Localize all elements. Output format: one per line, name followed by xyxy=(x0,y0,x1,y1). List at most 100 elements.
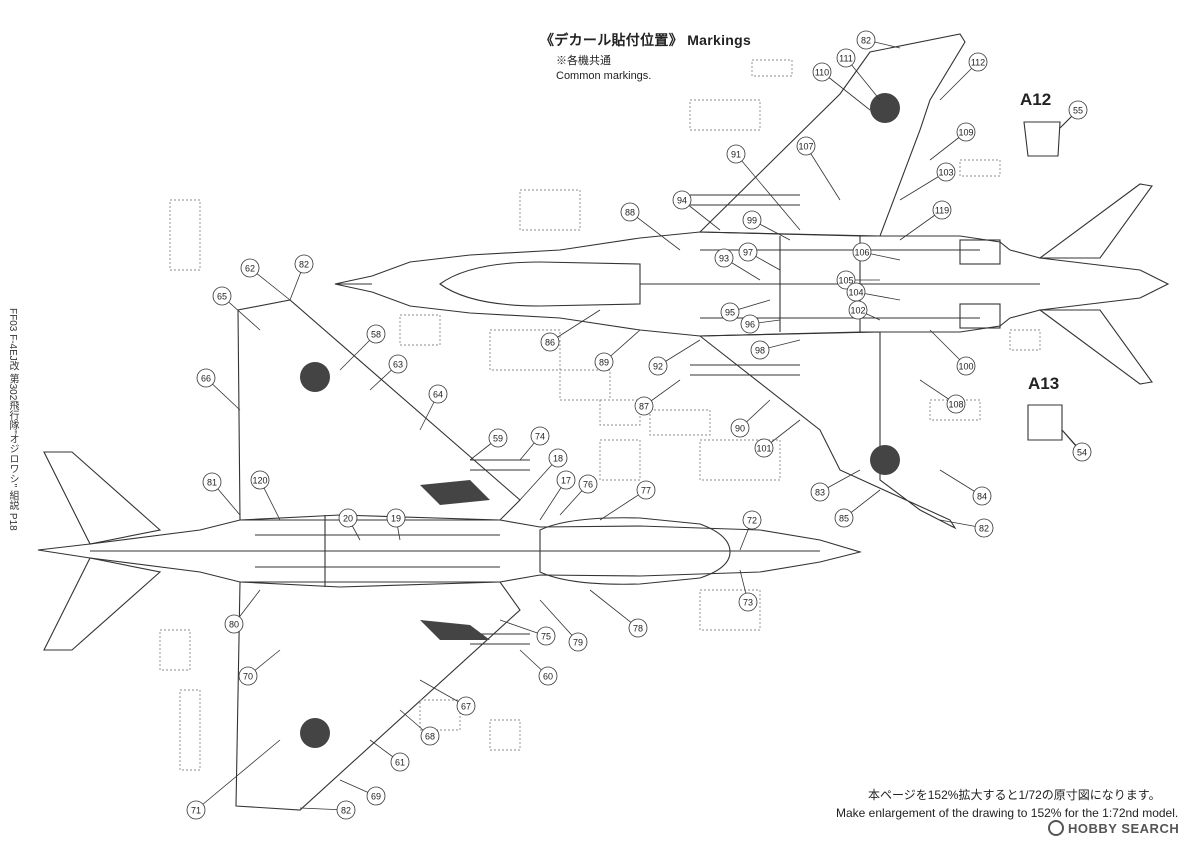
callout-number-top: 92 xyxy=(653,362,663,372)
callout-circle xyxy=(224,614,244,634)
callout-circle xyxy=(336,800,356,820)
hobby-search-logo-icon xyxy=(1048,820,1064,836)
callout-circle xyxy=(974,518,994,538)
callout-circle xyxy=(238,666,258,686)
roundel-marking xyxy=(300,362,330,392)
callout-number-top: 95 xyxy=(725,308,735,318)
callout-circle xyxy=(568,632,588,652)
roundel-marking xyxy=(870,93,900,123)
callout-number-bottom: 72 xyxy=(747,516,757,526)
footer-note-english: Make enlargement of the drawing to 152% … xyxy=(836,806,1179,820)
callout-number-bottom: 75 xyxy=(541,632,551,642)
top-view-aircraft xyxy=(334,33,1170,530)
callout-number-top: 99 xyxy=(747,216,757,226)
callout-leader-line xyxy=(629,211,681,251)
callout-circle xyxy=(968,52,988,72)
callout-number-top: 93 xyxy=(719,254,729,264)
callout-number-top: 98 xyxy=(755,346,765,356)
callout-number-top: 97 xyxy=(743,248,753,258)
callout-circle xyxy=(1072,442,1092,462)
callout-number-bottom: 120 xyxy=(252,476,267,486)
callout-circle xyxy=(750,340,770,360)
callout-number-top: 119 xyxy=(935,206,949,216)
callout-number-bottom: 66 xyxy=(201,374,211,384)
callout-leader-line xyxy=(195,739,281,811)
callout-circle xyxy=(538,666,558,686)
callout-number-bottom: 73 xyxy=(743,598,753,608)
callout-circle xyxy=(742,210,762,230)
callout-circle xyxy=(946,394,966,414)
callout-circle xyxy=(540,332,560,352)
callout-number-bottom: 20 xyxy=(343,514,353,524)
callout-circle xyxy=(636,480,656,500)
callout-leader-line xyxy=(589,589,639,629)
callout-number-top: 110 xyxy=(815,68,829,78)
callout-number-bottom: 74 xyxy=(535,432,545,442)
panel-label-a12: A12 xyxy=(1020,90,1052,109)
callout-circle xyxy=(972,486,992,506)
callout-circle xyxy=(338,508,358,528)
callout-number-top: 100 xyxy=(958,362,973,372)
callout-number-bottom: 71 xyxy=(191,806,201,816)
panel-label-a13: A13 xyxy=(1028,374,1060,393)
panel-a12-drawing xyxy=(1023,121,1061,157)
callout-circle xyxy=(812,62,832,82)
callout-number-top: 104 xyxy=(848,288,863,298)
callout-number-top: 94 xyxy=(677,196,687,206)
callout-circle xyxy=(634,396,654,416)
callout-number-top: 82 xyxy=(861,36,871,46)
callout-number-top: 91 xyxy=(731,150,741,160)
callout-number-bottom: 81 xyxy=(207,478,217,488)
callout-circle xyxy=(428,384,448,404)
callout-circle xyxy=(366,786,386,806)
callout-number-top: 112 xyxy=(971,58,985,68)
callout-circle xyxy=(956,122,976,142)
callout-number-bottom: 19 xyxy=(391,514,401,524)
callout-circle xyxy=(932,200,952,220)
callout-circle xyxy=(936,162,956,182)
callout-circle xyxy=(738,242,758,262)
callout-leader-line xyxy=(539,599,579,643)
callout-circle xyxy=(648,356,668,376)
callout-circle xyxy=(730,418,750,438)
callout-number-bottom: 61 xyxy=(395,758,405,768)
callout-number-top: 89 xyxy=(599,358,609,368)
callout-circle xyxy=(834,508,854,528)
callout-circle xyxy=(202,472,222,492)
callout-number-top: 86 xyxy=(545,338,555,348)
bottom-view-aircraft xyxy=(37,299,863,811)
callout-leader-line xyxy=(735,153,801,231)
callout-number-bottom: 17 xyxy=(561,476,571,486)
callout-number-top: 83 xyxy=(815,488,825,498)
callout-number-bottom: 82 xyxy=(299,260,309,270)
callout-circle xyxy=(294,254,314,274)
callout-number-bottom: 18 xyxy=(553,454,563,464)
callout-circle xyxy=(388,354,408,374)
callout-number-top: 106 xyxy=(854,248,869,258)
callout-number-top: 105 xyxy=(838,276,853,286)
callout-circle xyxy=(738,592,758,612)
callout-circle xyxy=(754,438,774,458)
callout-number-bottom: 80 xyxy=(229,620,239,630)
callout-number-top: 103 xyxy=(938,168,953,178)
callout-circle xyxy=(620,202,640,222)
side-caption: FF03 F-4EJ改 第302飛行隊"オジロワシ" 組説 P18 xyxy=(7,308,18,531)
callout-circle xyxy=(578,474,598,494)
callout-circle xyxy=(366,324,386,344)
callout-circle xyxy=(740,314,760,334)
callout-number-top: 90 xyxy=(735,424,745,434)
callout-number-bottom: 77 xyxy=(641,486,651,496)
callout-circle xyxy=(810,482,830,502)
callout-circle xyxy=(548,448,568,468)
callout-circle xyxy=(714,248,734,268)
roundel-marking xyxy=(300,718,330,748)
callout-number-top: 87 xyxy=(639,402,649,412)
callout-number-bottom: 65 xyxy=(217,292,227,302)
callout-circle xyxy=(420,726,440,746)
watermark: HOBBY SEARCH xyxy=(1048,820,1179,836)
callout-number-bottom: 68 xyxy=(425,732,435,742)
callout-number-top: 108 xyxy=(948,400,963,410)
callout-circle xyxy=(212,286,232,306)
callout-circle xyxy=(796,136,816,156)
